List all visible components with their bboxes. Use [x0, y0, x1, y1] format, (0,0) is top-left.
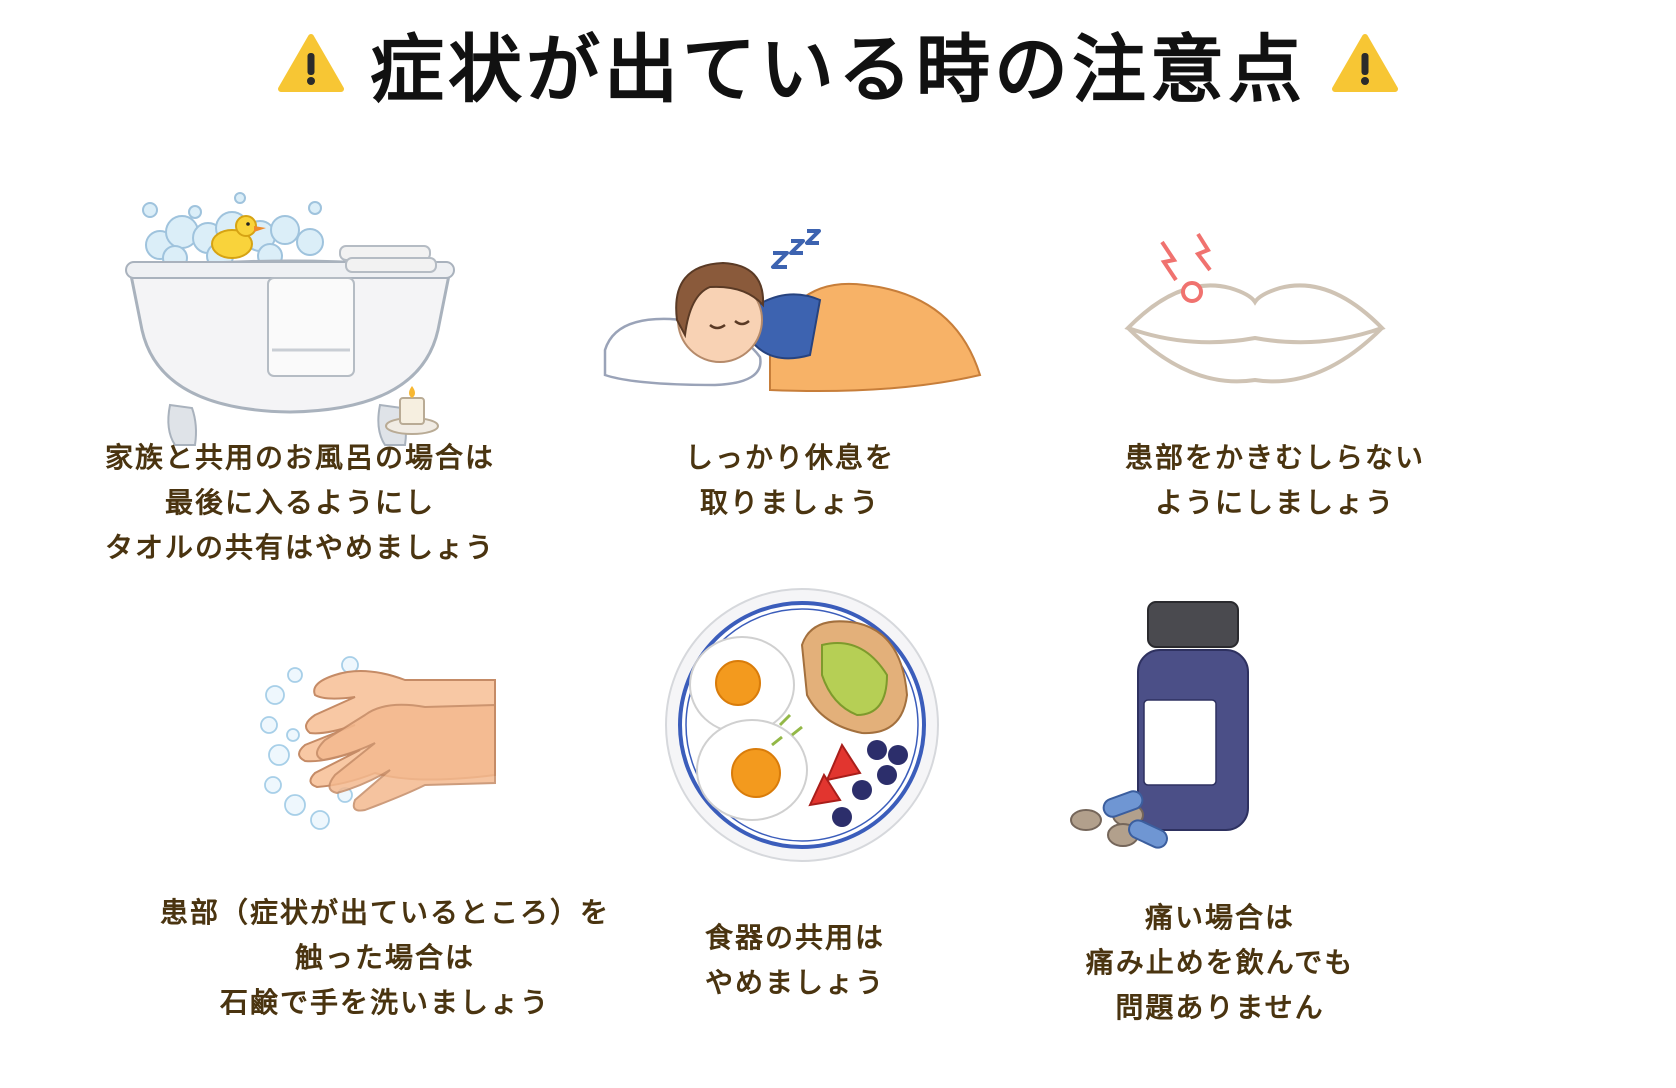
warning-icon	[1332, 34, 1398, 92]
caption-bath: 家族と共用のお風呂の場合は最後に入るようにしタオルの共有はやめましょう	[104, 441, 495, 564]
breakfast-plate-illustration	[665, 588, 939, 862]
page-title: 症状が出ている時の注意点	[370, 26, 1306, 113]
caption-painkiller: 痛い場合は痛み止めを飲んでも問題ありません	[1085, 901, 1355, 1024]
page-header: 症状が出ている時の注意点	[0, 18, 1676, 113]
caption-dishes: 食器の共用はやめましょう	[704, 921, 885, 999]
bathtub-illustration	[125, 192, 455, 446]
warning-icon	[278, 34, 344, 92]
sleeping-child-illustration	[603, 229, 982, 392]
lips-illustration	[1124, 232, 1386, 384]
caption-rest: しっかり休息を取りましょう	[684, 441, 895, 519]
caption-handwash: 患部（症状が出ているところ）を触った場合は石鹸で手を洗いましょう	[159, 896, 610, 1019]
caption-scratch: 患部をかきむしらないようにしましょう	[1124, 441, 1425, 519]
washing-hands-illustration	[260, 656, 496, 830]
medicine-bottle-illustration	[1070, 601, 1249, 849]
